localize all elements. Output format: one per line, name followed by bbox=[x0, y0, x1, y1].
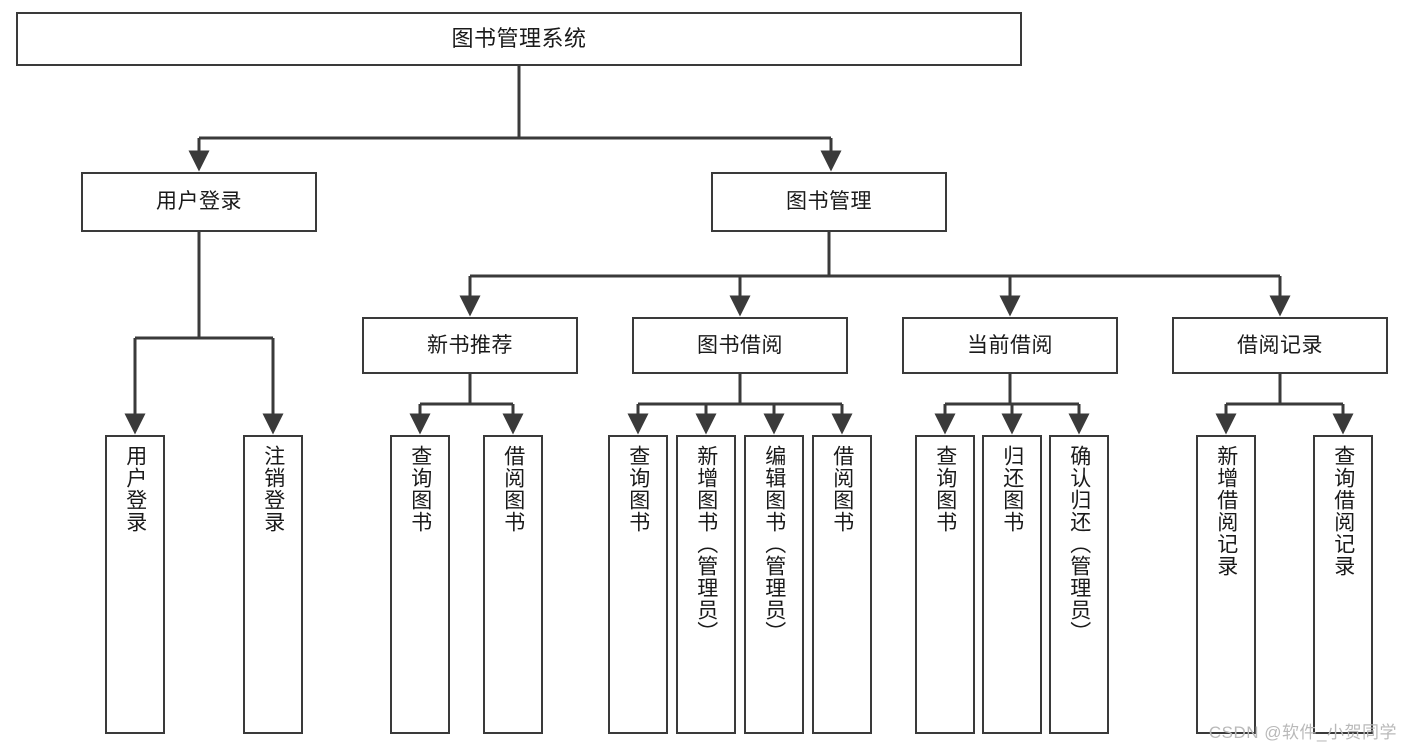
leaf-query-borrow-record-label: 查询借阅记录 bbox=[1331, 445, 1355, 577]
leaf-borrow-book-recommend[interactable]: 借阅图书 bbox=[483, 435, 543, 734]
leaf-logout-label: 注销登录 bbox=[261, 445, 285, 533]
leaf-borrow-book-label: 借阅图书 bbox=[830, 445, 854, 533]
node-book-borrow-label: 图书借阅 bbox=[697, 333, 783, 357]
leaf-query-book-borrow[interactable]: 查询图书 bbox=[608, 435, 668, 734]
node-root[interactable]: 图书管理系统 bbox=[16, 12, 1022, 66]
leaf-edit-book-admin-label: 编辑图书（管理员） bbox=[762, 445, 786, 643]
node-borrow-records-label: 借阅记录 bbox=[1237, 333, 1323, 357]
node-new-book-recommend[interactable]: 新书推荐 bbox=[362, 317, 578, 374]
watermark: CSDN @软件_小贺同学 bbox=[1208, 723, 1397, 742]
leaf-add-book-admin-label: 新增图书（管理员） bbox=[694, 445, 718, 643]
leaf-query-book-borrow-label: 查询图书 bbox=[626, 445, 650, 533]
leaf-query-book-recommend-label: 查询图书 bbox=[408, 445, 432, 533]
leaf-query-book-current[interactable]: 查询图书 bbox=[915, 435, 975, 734]
node-user-login-label: 用户登录 bbox=[156, 190, 242, 214]
leaf-user-login[interactable]: 用户登录 bbox=[105, 435, 165, 734]
leaf-borrow-book[interactable]: 借阅图书 bbox=[812, 435, 872, 734]
node-current-borrow-label: 当前借阅 bbox=[967, 333, 1053, 357]
leaf-return-book-label: 归还图书 bbox=[1000, 445, 1024, 533]
leaf-query-book-recommend[interactable]: 查询图书 bbox=[390, 435, 450, 734]
node-borrow-records[interactable]: 借阅记录 bbox=[1172, 317, 1388, 374]
node-user-login[interactable]: 用户登录 bbox=[81, 172, 317, 232]
node-book-borrow[interactable]: 图书借阅 bbox=[632, 317, 848, 374]
leaf-add-borrow-record-label: 新增借阅记录 bbox=[1214, 445, 1238, 577]
node-current-borrow[interactable]: 当前借阅 bbox=[902, 317, 1118, 374]
node-book-management-label: 图书管理 bbox=[786, 190, 872, 214]
node-book-management[interactable]: 图书管理 bbox=[711, 172, 947, 232]
leaf-user-login-label: 用户登录 bbox=[123, 445, 147, 533]
leaf-confirm-return-admin[interactable]: 确认归还（管理员） bbox=[1049, 435, 1109, 734]
node-new-book-recommend-label: 新书推荐 bbox=[427, 333, 513, 357]
leaf-logout[interactable]: 注销登录 bbox=[243, 435, 303, 734]
leaf-return-book[interactable]: 归还图书 bbox=[982, 435, 1042, 734]
leaf-borrow-book-recommend-label: 借阅图书 bbox=[501, 445, 525, 533]
leaf-add-borrow-record[interactable]: 新增借阅记录 bbox=[1196, 435, 1256, 734]
leaf-add-book-admin[interactable]: 新增图书（管理员） bbox=[676, 435, 736, 734]
leaf-query-book-current-label: 查询图书 bbox=[933, 445, 957, 533]
leaf-confirm-return-admin-label: 确认归还（管理员） bbox=[1067, 445, 1091, 643]
node-root-label: 图书管理系统 bbox=[451, 25, 587, 51]
leaf-edit-book-admin[interactable]: 编辑图书（管理员） bbox=[744, 435, 804, 734]
leaf-query-borrow-record[interactable]: 查询借阅记录 bbox=[1313, 435, 1373, 734]
